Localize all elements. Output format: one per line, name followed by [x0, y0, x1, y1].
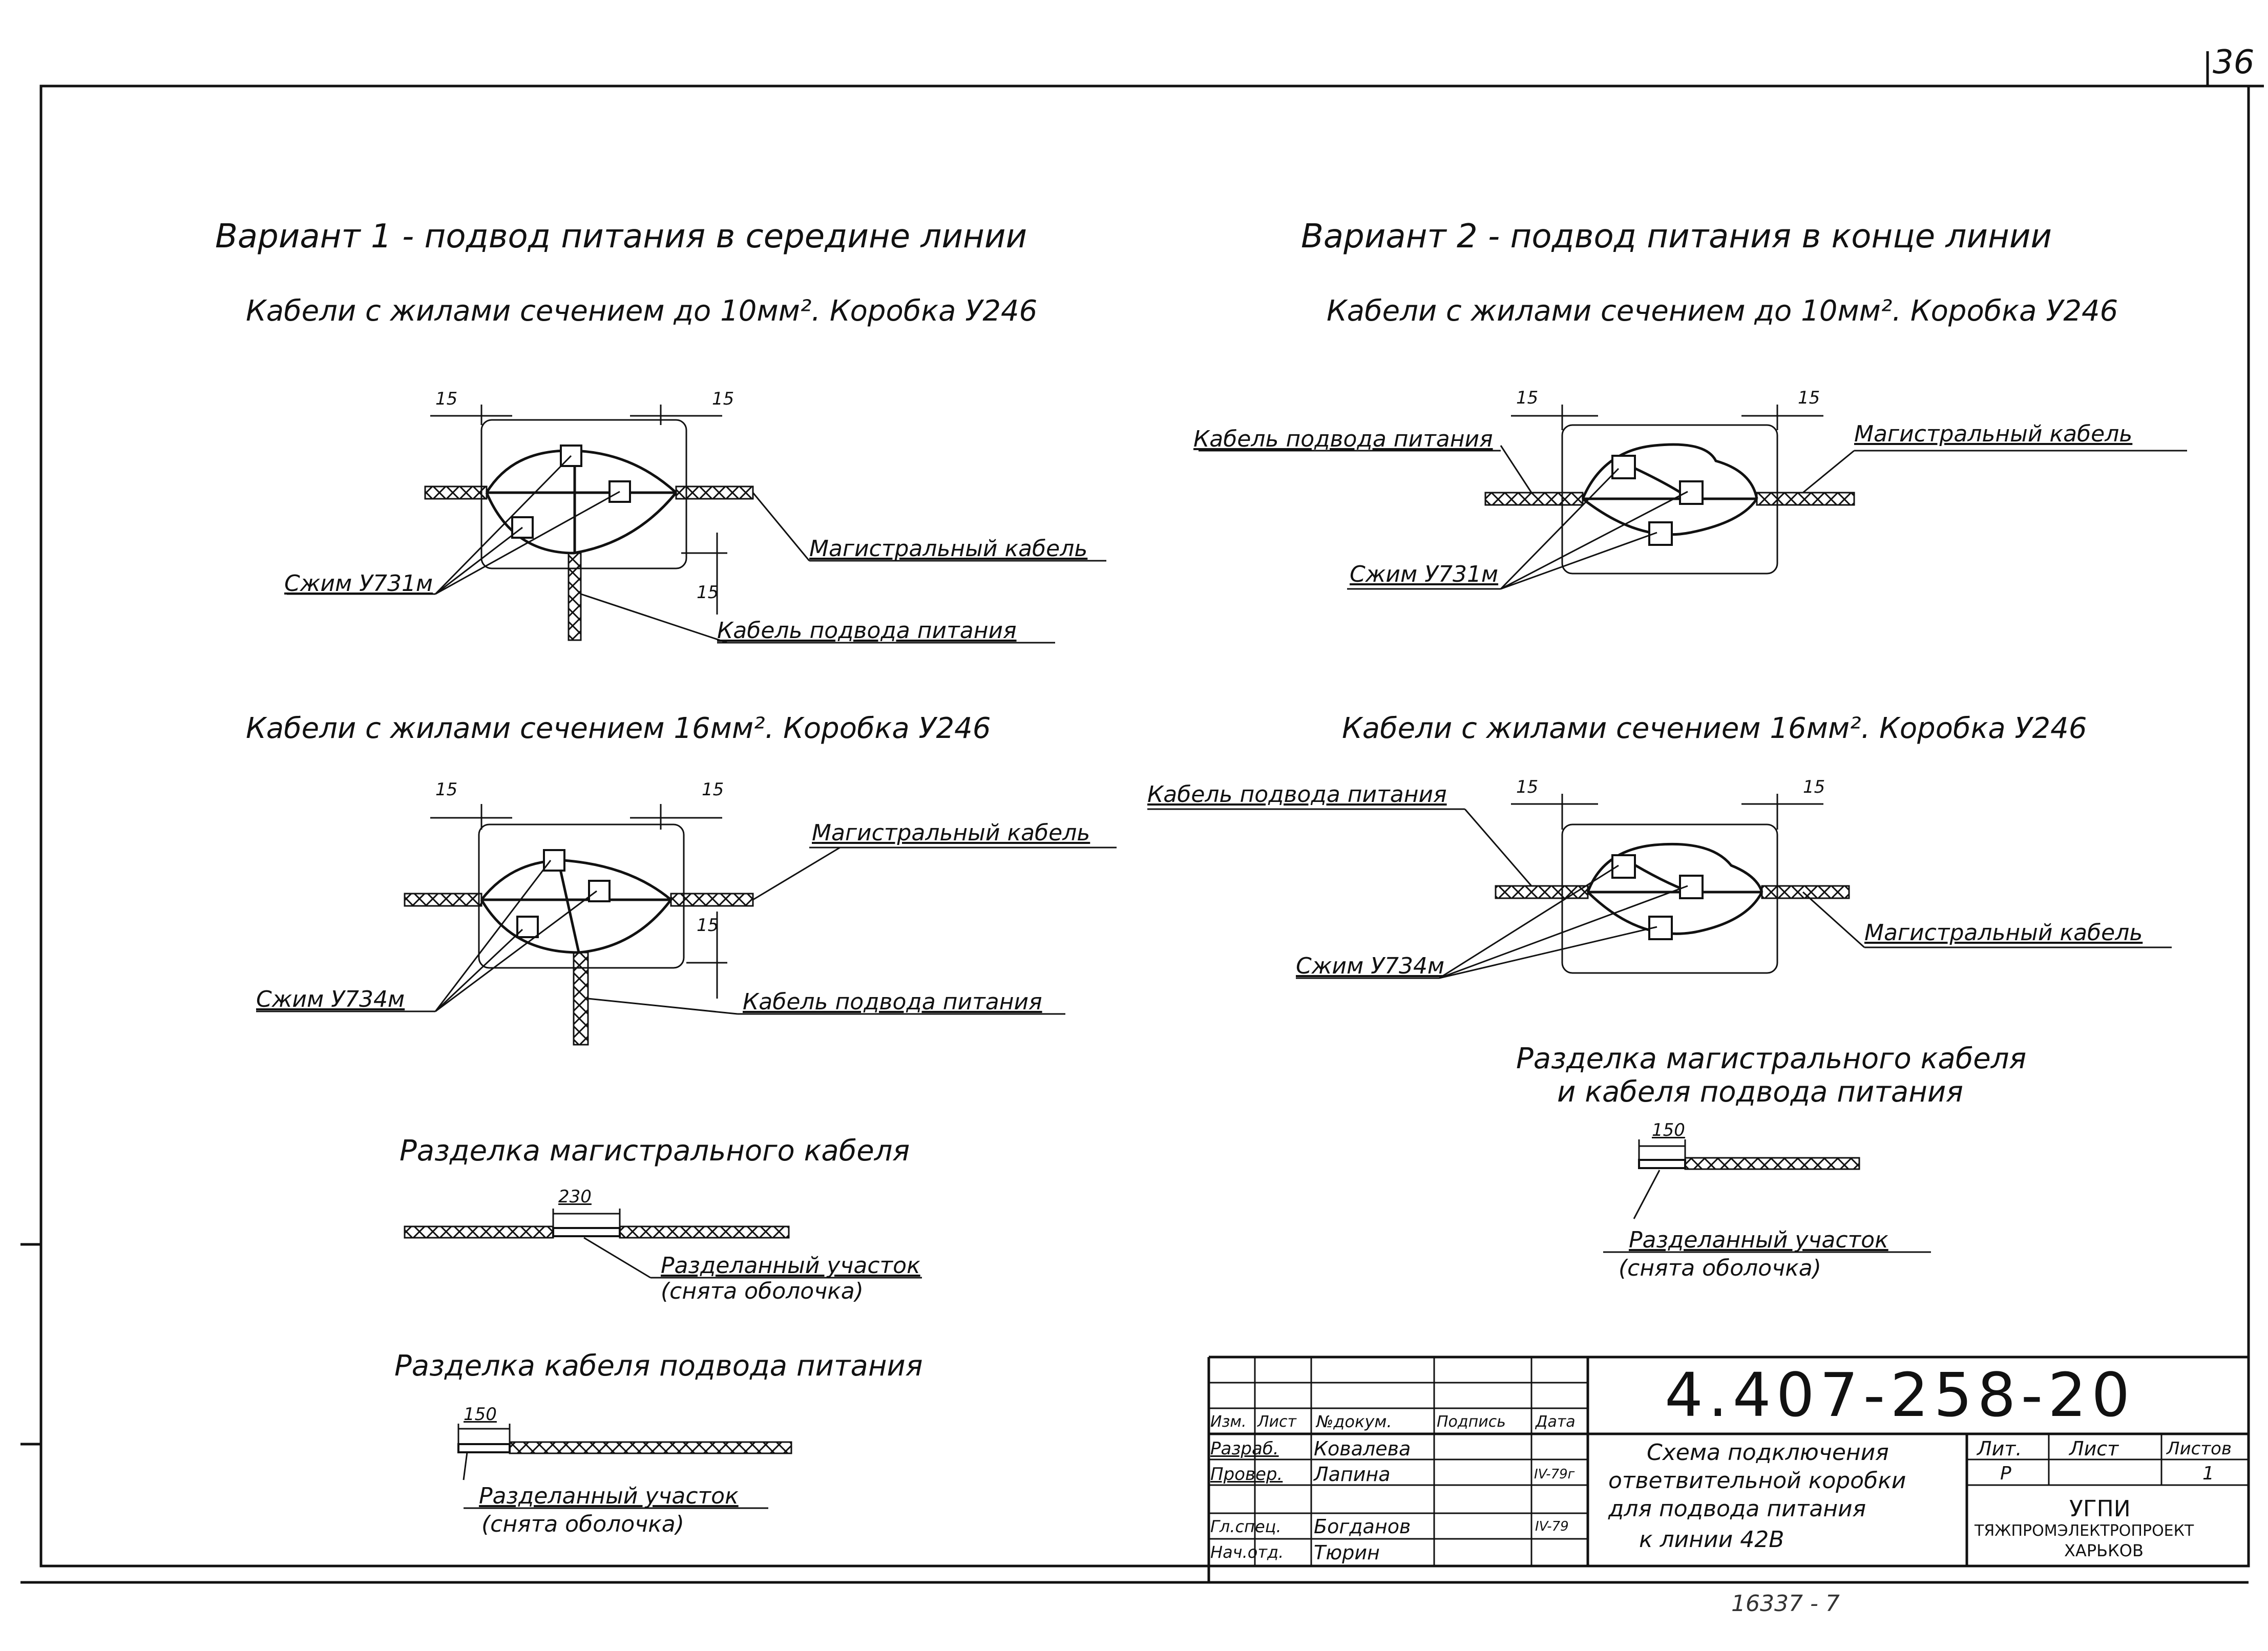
sheets-value: 1 — [2202, 1463, 2214, 1484]
v1d1-dim-vert: 15 — [697, 582, 719, 603]
cut-main-section-label: Разделанный участок — [661, 1253, 920, 1279]
cut-main-dim: 230 — [558, 1187, 592, 1207]
sheet-frame — [39, 84, 2250, 1568]
variant1-sub2: Кабели с жилами сечением 16мм². Коробка … — [246, 712, 991, 745]
v2d2-dim-right: 15 — [1803, 777, 1825, 797]
cut-both-title-2: и кабеля подвода питания — [1557, 1075, 1963, 1109]
v2d2-main-cable-label: Магистральный кабель — [1864, 920, 2143, 946]
variant2-title: Вариант 2 - подвод питания в конце линии — [1301, 218, 2052, 256]
hdr-sign: Подпись — [1437, 1413, 1506, 1431]
desc-line-3: для подвода питания — [1608, 1496, 1866, 1522]
name-razrab: Ковалева — [1314, 1437, 1411, 1460]
sheet-header: Лист — [2069, 1437, 2119, 1460]
v2d1-main-cable-label: Магистральный кабель — [1854, 421, 2133, 447]
variant1-sub1: Кабели с жилами сечением до 10мм². Короб… — [246, 294, 1038, 328]
v1d2-dim-vert: 15 — [697, 915, 719, 936]
v2d1-dim-right: 15 — [1798, 388, 1820, 408]
cut-main-sheath-label: (снята оболочка) — [661, 1278, 864, 1304]
desc-line-1: Схема подключения — [1647, 1440, 1889, 1466]
role-razrab: Разраб. — [1210, 1438, 1279, 1459]
variant2-sub2: Кабели с жилами сечением 16мм². Коробка … — [1342, 712, 2087, 745]
v2-diagram-1 — [1199, 405, 2187, 590]
v2-diagram-2 — [1147, 794, 2172, 979]
v2d1-dim-left: 15 — [1516, 388, 1539, 408]
v1d2-feed-cable-label: Кабель подвода питания — [743, 989, 1042, 1015]
cut-main-title: Разделка магистрального кабеля — [400, 1134, 910, 1168]
v1d1-main-cable-label: Магистральный кабель — [809, 536, 1088, 562]
variant2-sub1: Кабели с жилами сечением до 10мм². Короб… — [1327, 294, 2118, 328]
desc-line-2: ответвительной коробки — [1608, 1468, 1906, 1494]
cut-both-dim: 150 — [1652, 1120, 1685, 1140]
org-line-3: ХАРЬКОВ — [2064, 1541, 2144, 1560]
sheet-number: 36 — [2213, 44, 2255, 81]
hdr-doc: №докум. — [1316, 1412, 1392, 1431]
cut-both-sheath-label: (снята оболочка) — [1619, 1255, 1821, 1281]
v2d2-clamp-label: Сжим У734м — [1296, 953, 1445, 979]
v1d1-clamp-label: Сжим У731м — [284, 570, 433, 597]
footer-note: 16337 - 7 — [1731, 1591, 1840, 1617]
v2d2-dim-left: 15 — [1516, 777, 1539, 797]
v1d2-main-cable-label: Магистральный кабель — [812, 820, 1090, 846]
name-glspec: Богданов — [1314, 1515, 1411, 1538]
role-prover: Провер. — [1210, 1464, 1283, 1485]
date-glspec: IV-79 — [1535, 1519, 1569, 1534]
hdr-date: Дата — [1536, 1413, 1576, 1431]
org-line-1: УГПИ — [2069, 1496, 2131, 1522]
lit-header: Лит. — [1977, 1437, 2022, 1460]
v1d2-clamp-label: Сжим У734м — [256, 986, 405, 1012]
v1-diagram-1 — [287, 405, 1106, 644]
desc-line-4: к линии 42В — [1639, 1527, 1784, 1553]
date-prover: IV-79г — [1534, 1467, 1575, 1482]
org-line-2: ТЯЖПРОМЭЛЕКТРОПРОЕКТ — [1975, 1522, 2194, 1540]
cut-both-title-1: Разделка магистрального кабеля — [1516, 1042, 2027, 1075]
sheets-header: Листов — [2167, 1438, 2232, 1459]
cut-both-cables — [1603, 1139, 1931, 1253]
v1d1-dim-left: 15 — [435, 389, 458, 409]
v2d1-feed-cable-label: Кабель подвода питания — [1193, 426, 1493, 452]
doc-number: 4.407-258-20 — [1665, 1360, 2135, 1430]
role-nachotd: Нач.отд. — [1210, 1542, 1284, 1562]
cut-feed-section-label: Разделанный участок — [479, 1483, 739, 1509]
variant1-title: Вариант 1 - подвод питания в середине ли… — [215, 218, 1027, 256]
hdr-list: Лист — [1257, 1413, 1297, 1431]
cut-main-cable — [404, 1209, 922, 1279]
cut-both-section-label: Разделанный участок — [1629, 1227, 1888, 1253]
cut-feed-cable — [457, 1424, 792, 1509]
v1d1-dim-right: 15 — [712, 389, 734, 409]
lit-value: Р — [2000, 1463, 2011, 1484]
hdr-izm: Изм. — [1210, 1413, 1247, 1431]
v2d1-clamp-label: Сжим У731м — [1350, 561, 1499, 587]
cut-feed-title: Разделка кабеля подвода питания — [394, 1349, 923, 1383]
cut-feed-sheath-label: (снята оболочка) — [481, 1511, 684, 1537]
title-block-grid — [20, 1356, 2249, 1584]
v1d2-dim-left: 15 — [435, 779, 458, 800]
role-glspec: Гл.спец. — [1210, 1517, 1282, 1536]
cut-feed-dim: 150 — [464, 1404, 497, 1425]
v1d2-dim-right: 15 — [702, 779, 724, 800]
v1-diagram-2 — [256, 804, 1117, 1046]
v2d2-feed-cable-label: Кабель подвода питания — [1147, 781, 1447, 808]
name-nachotd: Тюрин — [1314, 1541, 1380, 1564]
v1d1-feed-cable-label: Кабель подвода питания — [717, 618, 1017, 644]
name-prover: Лапина — [1314, 1463, 1391, 1486]
